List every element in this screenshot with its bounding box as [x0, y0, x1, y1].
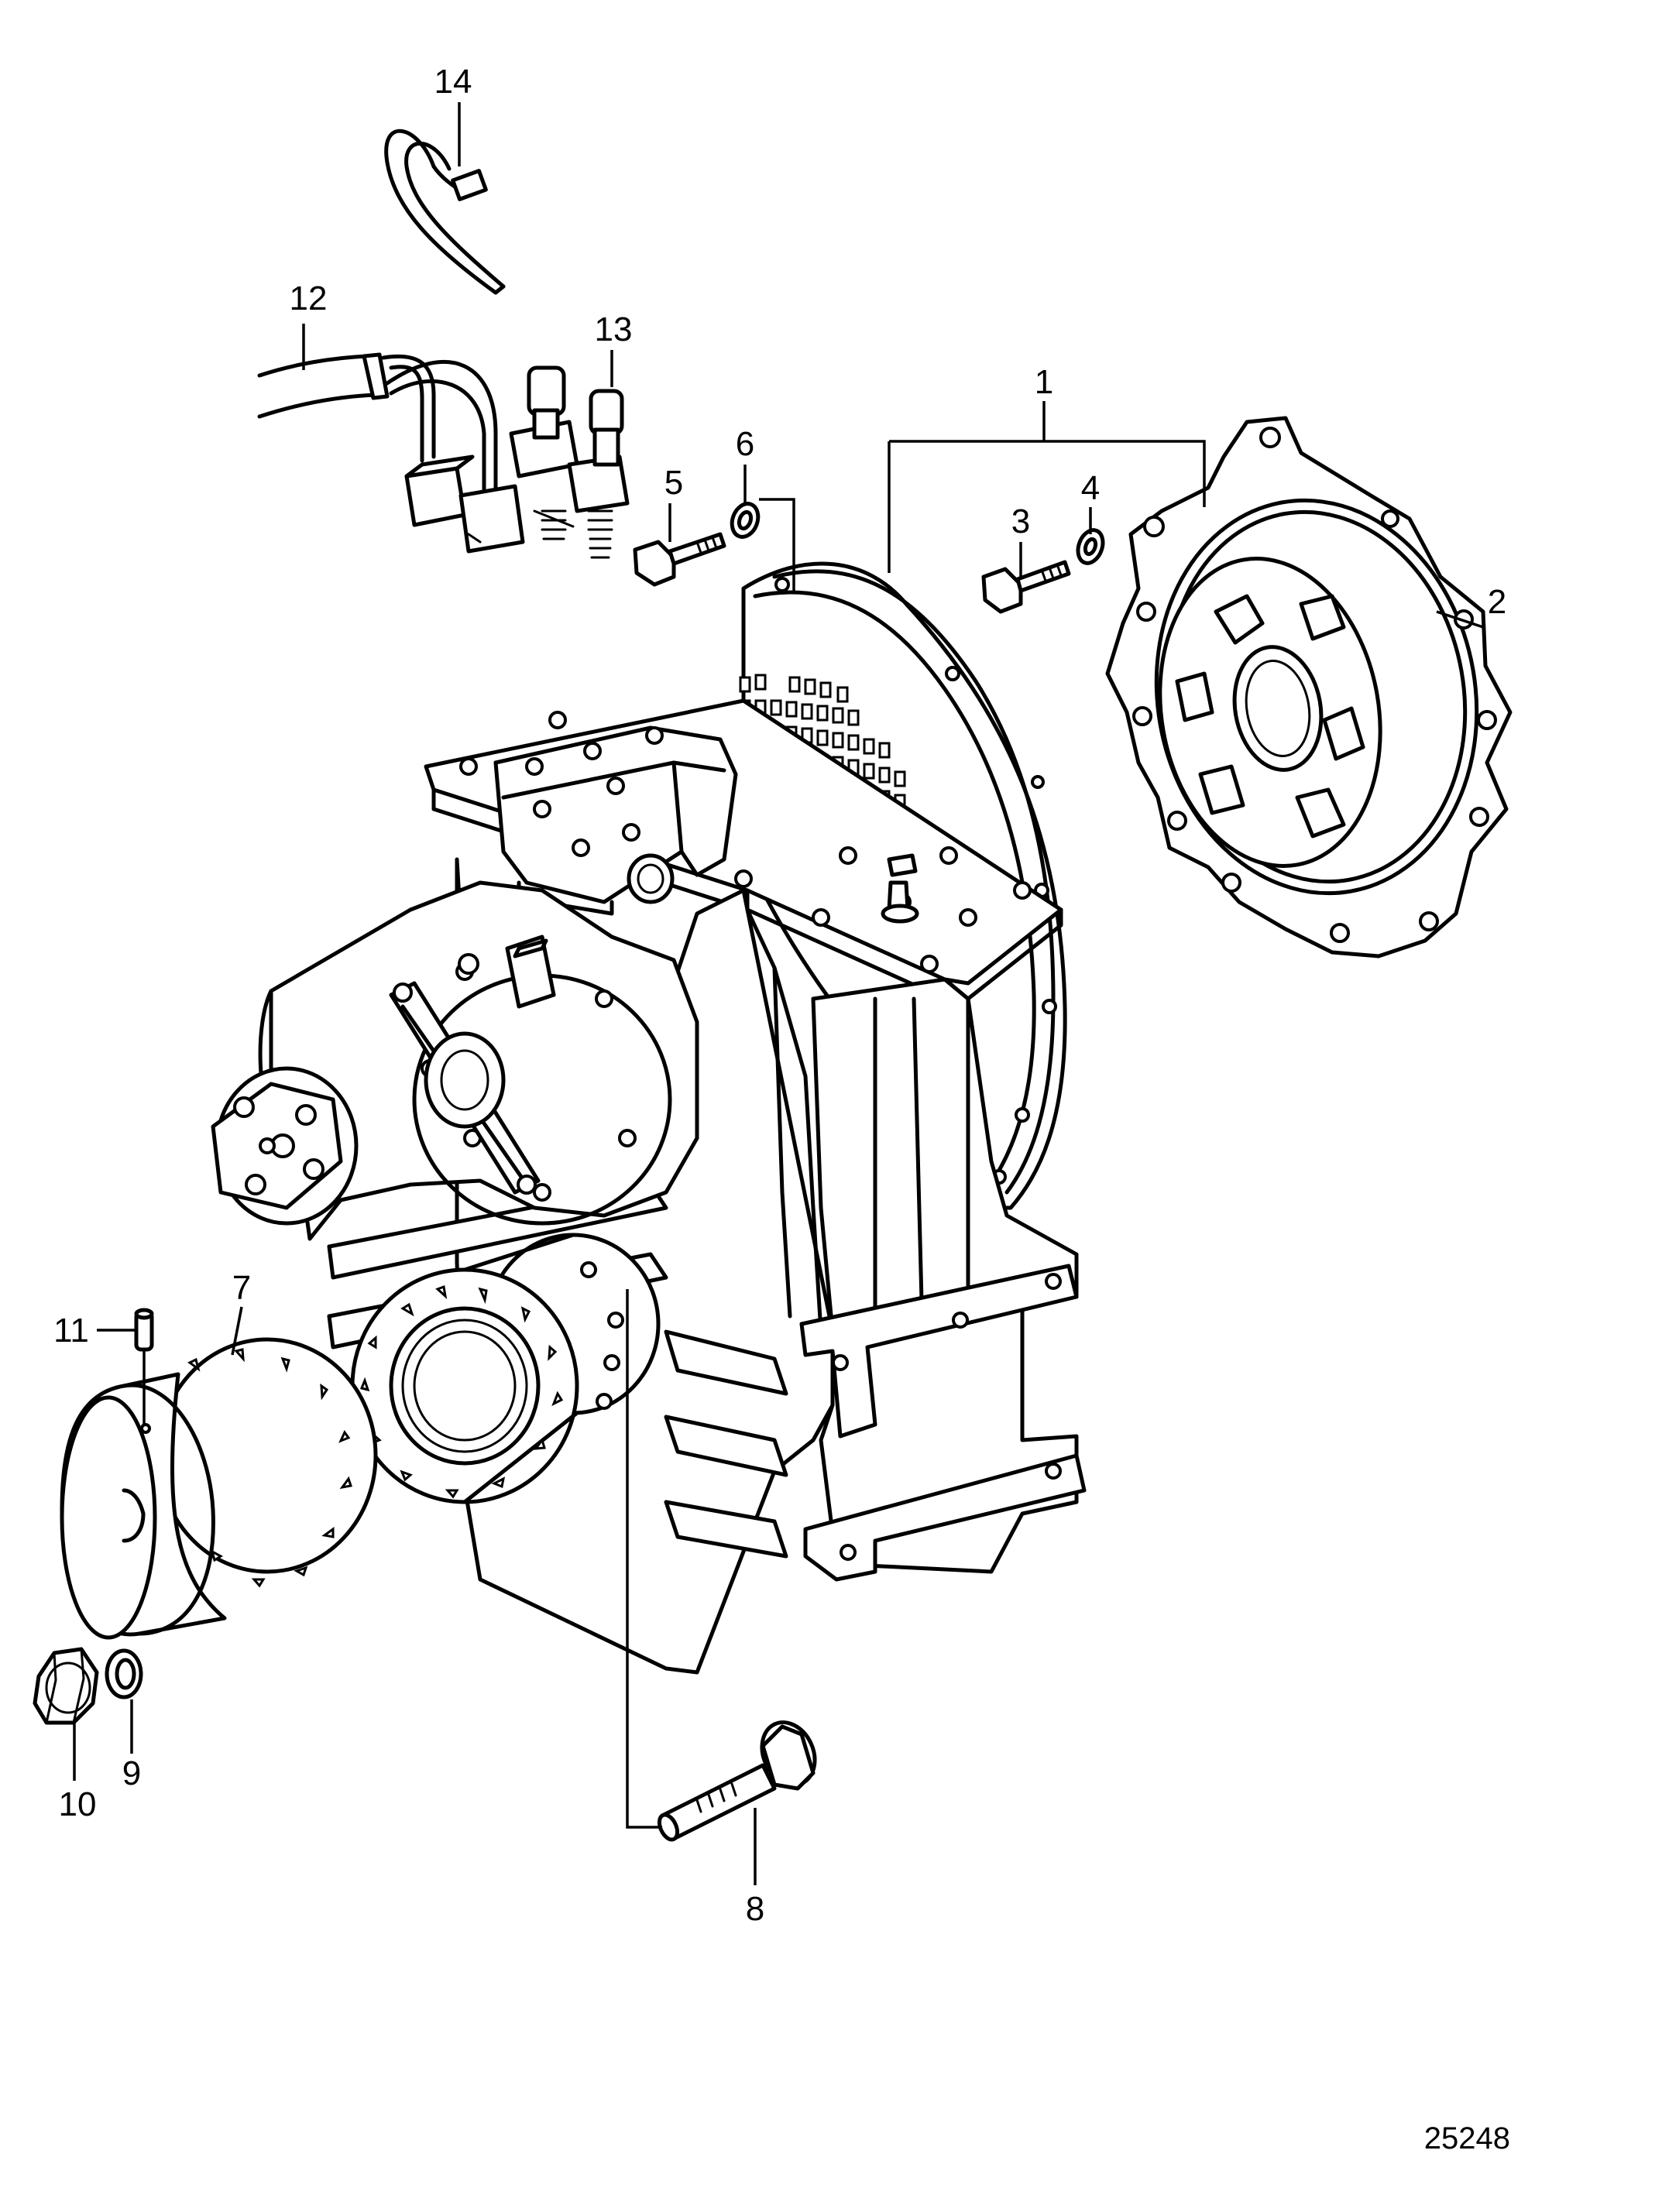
part-11-pin: [134, 1308, 154, 1425]
part-13-solenoid-valves: [404, 365, 630, 559]
part-5-screw: [633, 532, 726, 587]
callout-12: 12: [290, 280, 328, 317]
part-4-washer: [1076, 528, 1105, 565]
callout-7: 7: [232, 1269, 251, 1307]
part-14-cable-strap: [384, 129, 506, 295]
part-8-flange-bolt: [657, 1720, 817, 1842]
part-3-screw: [981, 560, 1071, 614]
callout-2: 2: [1488, 583, 1506, 621]
part-2-flexible-coupling: [1105, 416, 1513, 959]
part-6-washer: [730, 502, 761, 539]
callout-13: 13: [595, 310, 633, 348]
gearbox-housing: [327, 561, 1087, 1675]
callout-10: 10: [59, 1785, 97, 1823]
part-7-shaft-flange: [60, 1337, 378, 1640]
leader-lines: [73, 102, 1484, 1885]
hydraulic-pump-unit: [211, 880, 699, 1241]
callout-8: 8: [746, 1890, 764, 1928]
callout-4: 4: [1081, 469, 1100, 507]
output-flange: [350, 1233, 661, 1504]
callout-3: 3: [1011, 502, 1030, 540]
part-9-washer: [105, 1648, 143, 1699]
callout-6: 6: [736, 425, 754, 463]
callout-11: 11: [53, 1312, 89, 1349]
callout-labels: 1 2 3 4 5 6 7 8 9 10 11 12 13 14: [53, 63, 1506, 1928]
part-12-cable: [257, 352, 498, 502]
part-10-nut: [33, 1647, 99, 1725]
callout-9: 9: [122, 1754, 141, 1792]
callout-5: 5: [664, 464, 683, 502]
callout-14: 14: [434, 63, 472, 101]
callout-1: 1: [1035, 363, 1053, 401]
figure-id: 25248: [1424, 2121, 1510, 2155]
